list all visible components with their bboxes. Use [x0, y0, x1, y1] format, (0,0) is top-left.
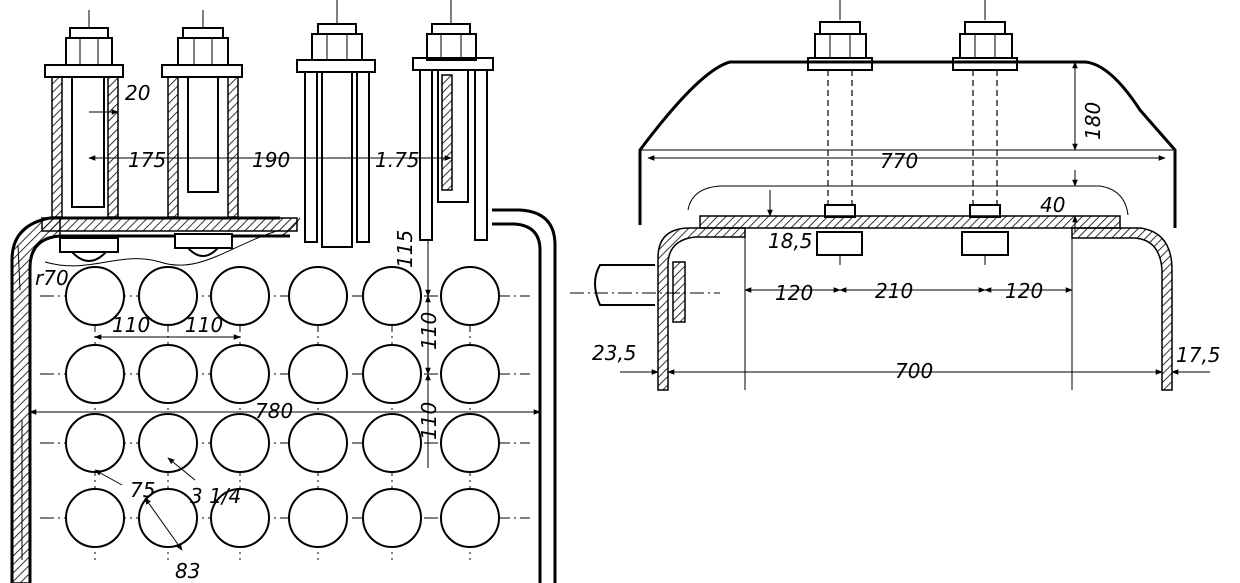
dim-110-horiz-1: 110	[112, 313, 150, 337]
dim-110-horiz-2: 110	[185, 313, 223, 337]
top-plate	[41, 217, 301, 267]
dim-110-vert-1: 110	[417, 312, 441, 350]
dim-120-right: 120	[1005, 279, 1043, 303]
dim-780: 780	[255, 399, 293, 423]
side-bolt-1	[807, 0, 873, 265]
side-labels: 770 180 40 18,5 120 210 120 23,5 700 17,…	[592, 102, 1221, 383]
tube-hole	[138, 413, 198, 473]
tube-hole	[362, 344, 422, 404]
dim-23-5: 23,5	[592, 341, 637, 365]
dim-40: 40	[1040, 193, 1065, 217]
dim-175-left: 175	[128, 148, 166, 172]
tube-hole	[65, 413, 125, 473]
tube-hole	[440, 266, 500, 326]
hole-grid	[65, 266, 500, 548]
tube-hole	[362, 488, 422, 548]
front-view: 20 175 190 1.75 r70 115 110 110 110 110 …	[10, 0, 557, 583]
dim-770: 770	[880, 149, 918, 173]
front-dim-lines	[17, 240, 541, 551]
tube-hole	[210, 266, 270, 326]
tube-hole	[210, 488, 270, 548]
tube-hole	[210, 344, 270, 404]
dim-r70: r70	[35, 266, 69, 290]
bolt-4	[412, 0, 494, 241]
side-plate	[699, 215, 1121, 229]
dim-75: 75	[130, 478, 155, 502]
dim-190: 190	[252, 148, 290, 172]
dim-20: 20	[125, 81, 150, 105]
pipe	[570, 261, 720, 323]
side-view: 770 180 40 18,5 120 210 120 23,5 700 17,…	[570, 0, 1221, 391]
dim-700: 700	[895, 359, 933, 383]
tube-hole	[362, 266, 422, 326]
dim-18-5: 18,5	[768, 229, 813, 253]
dim-110-vert-2: 110	[417, 402, 441, 440]
dim-115: 115	[393, 230, 417, 268]
tube-hole	[440, 413, 500, 473]
tube-hole	[288, 413, 348, 473]
tube-hole	[65, 344, 125, 404]
bolt-2	[161, 10, 243, 257]
tube-hole	[65, 266, 125, 326]
dim-83: 83	[175, 559, 200, 583]
cover-outline	[638, 60, 1177, 228]
tube-hole	[288, 488, 348, 548]
front-labels: 20 175 190 1.75 r70 115 110 110 110 110 …	[35, 81, 441, 583]
dim-210: 210	[875, 279, 913, 303]
dim-17-5: 17,5	[1176, 343, 1221, 367]
side-dim-lines	[620, 61, 1210, 375]
tube-hole	[138, 266, 198, 326]
dim-180: 180	[1081, 102, 1105, 140]
bolt-1	[44, 10, 124, 262]
tube-hole	[362, 413, 422, 473]
dim-120-left: 120	[775, 281, 813, 305]
tube-hole	[440, 488, 500, 548]
dim-3-1-4: 3 1/4	[190, 484, 241, 508]
tube-hole	[138, 344, 198, 404]
tube-hole	[288, 344, 348, 404]
tube-hole	[440, 344, 500, 404]
bolt-spacing-dims	[88, 109, 452, 161]
tube-hole	[65, 488, 125, 548]
tube-hole	[288, 266, 348, 326]
bolt-3	[296, 0, 376, 248]
dim-175-right: 1.75	[375, 148, 420, 172]
